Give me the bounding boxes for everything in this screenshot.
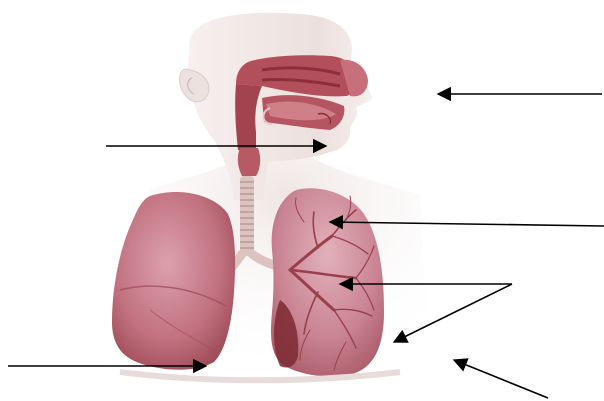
arrow-to-upper-lung (330, 222, 604, 226)
arrow-to-diaphragm (454, 360, 548, 398)
arrow-to-lower-lung (394, 284, 512, 342)
